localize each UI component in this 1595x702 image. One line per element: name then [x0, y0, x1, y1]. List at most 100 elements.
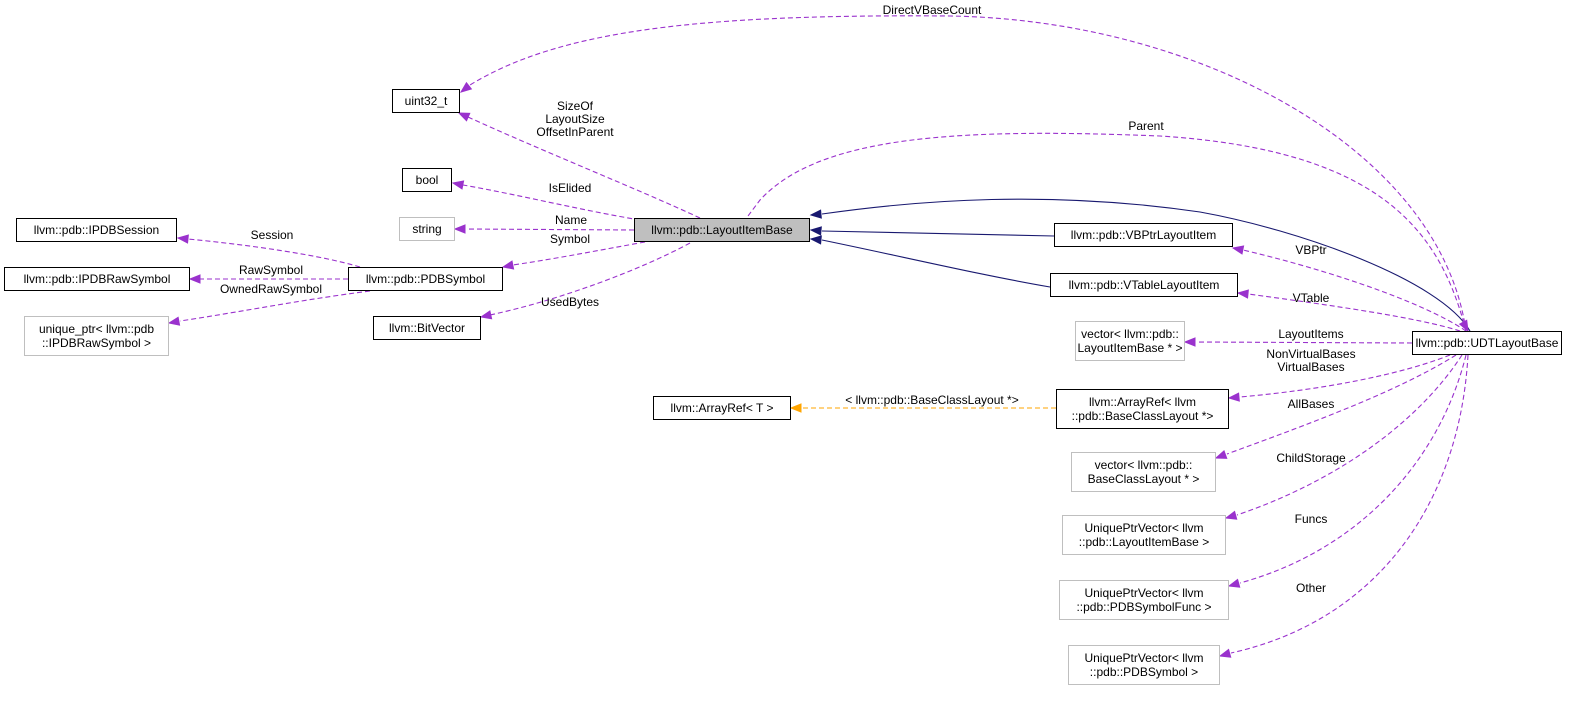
edge-arrowhead — [188, 274, 201, 284]
edge-usage-other — [1230, 354, 1469, 654]
node-string: string — [399, 217, 455, 241]
edge-label-line: ChildStorage — [1276, 451, 1346, 465]
node-label-line: ::pdb::PDBSymbolFunc > — [1076, 600, 1212, 614]
node-label-line: UniquePtrVector< llvm — [1084, 521, 1204, 535]
edge-arrowhead — [1183, 337, 1196, 347]
node-label-line: UniquePtrVector< llvm — [1084, 586, 1204, 600]
edge-label-parent: Parent — [1116, 120, 1176, 133]
edge-label-name: Name — [541, 214, 601, 227]
node-label-line: vector< llvm::pdb:: — [1081, 327, 1179, 341]
edge-arrowhead — [453, 224, 466, 234]
node-uniqueptrvector-layoutitembase: UniquePtrVector< llvm::pdb::LayoutItemBa… — [1062, 515, 1226, 555]
edge-usage-layoutitems — [1195, 341, 1413, 344]
edge-label-line: RawSymbol — [238, 263, 304, 277]
node-uint32-t[interactable]: uint32_t — [392, 89, 460, 113]
node-label-line: ::IPDBRawSymbol > — [41, 336, 152, 350]
edge-usage-vtable — [1247, 293, 1461, 332]
node-label-line: llvm::pdb::PDBSymbol — [365, 272, 486, 286]
node-bool[interactable]: bool — [402, 168, 452, 192]
edge-label-line: Funcs — [1294, 512, 1328, 526]
edge-arrowhead — [789, 403, 802, 413]
node-label-line: UniquePtrVector< llvm — [1084, 651, 1204, 665]
edge-arrowhead — [809, 209, 822, 219]
node-label-line: BaseClassLayout * > — [1087, 472, 1200, 486]
edge-usage-bases — [1239, 354, 1451, 398]
edge-label-line: Session — [250, 228, 294, 242]
node-vbptrlayoutitem[interactable]: llvm::pdb::VBPtrLayoutItem — [1054, 223, 1233, 247]
edge-usage-sizeof — [467, 116, 701, 219]
edge-usage-symbol — [512, 241, 646, 266]
node-arrayref-baseclasslayout[interactable]: llvm::ArrayRef< llvm::pdb::BaseClassLayo… — [1056, 389, 1229, 429]
node-label-line: llvm::pdb::VTableLayoutItem — [1068, 278, 1220, 292]
edge-arrowhead — [167, 316, 181, 326]
edge-label-line: Symbol — [549, 232, 590, 246]
edge-arrowhead — [1458, 319, 1469, 333]
edge-label-vbptr: VBPtr — [1286, 244, 1336, 257]
node-label-line: llvm::pdb::VBPtrLayoutItem — [1070, 228, 1217, 242]
edge-arrowhead — [1231, 245, 1245, 255]
edge-label-line: VBPtr — [1295, 243, 1327, 257]
edge-label-line: DirectVBaseCount — [882, 3, 982, 17]
edge-label-line: LayoutSize — [545, 112, 605, 126]
node-label-line: llvm::pdb::UDTLayoutBase — [1415, 336, 1559, 350]
edge-label-allbases: AllBases — [1276, 398, 1346, 411]
edge-arrowhead — [451, 180, 465, 190]
edge-arrowhead — [1227, 578, 1241, 588]
edge-usage-iselided — [462, 184, 641, 221]
edge-usage-name — [465, 228, 635, 231]
node-layoutitembase: llvm::pdb::LayoutItemBase — [634, 218, 810, 242]
edge-label-line: UsedBytes — [540, 295, 600, 309]
edge-label-layoutitems: LayoutItems — [1266, 328, 1356, 341]
edge-label-line: Parent — [1128, 119, 1164, 133]
edge-label-vtable: VTable — [1281, 292, 1341, 305]
node-label-line: llvm::ArrayRef< T > — [670, 401, 774, 415]
edge-label-session: Session — [237, 229, 307, 242]
edge-inheritance-vbptr — [821, 230, 1055, 237]
edge-label-line: LayoutItems — [1278, 327, 1344, 341]
edge-arrowhead — [479, 310, 493, 320]
edge-usage-funcs — [1239, 354, 1467, 584]
edge-usage-childstorage — [1236, 354, 1463, 516]
node-bitvector[interactable]: llvm::BitVector — [373, 316, 481, 340]
node-ipdbsession[interactable]: llvm::pdb::IPDBSession — [16, 218, 177, 242]
edge-arrowhead — [1214, 449, 1228, 459]
node-label-line: llvm::pdb::LayoutItemBase — [651, 223, 793, 237]
edge-usage-usedbytes — [489, 242, 691, 316]
edge-label-ownedrawsymbol: OwnedRawSymbol — [216, 283, 326, 296]
node-udtlayoutbase[interactable]: llvm::pdb::UDTLayoutBase — [1412, 331, 1562, 355]
edge-usage-ownedrawsymbol — [179, 290, 371, 322]
edge-arrowhead — [1224, 510, 1238, 520]
node-vector-layoutitembase: vector< llvm::pdb::LayoutItemBase * > — [1075, 321, 1185, 361]
edge-inheritance-udt — [821, 198, 1471, 332]
edge-label-line: VTable — [1292, 291, 1330, 305]
edge-arrowhead — [459, 81, 473, 93]
node-uniqueptrvector-pdbsymbol: UniquePtrVector< llvm::pdb::PDBSymbol > — [1068, 645, 1220, 685]
edge-label-line: Other — [1295, 581, 1326, 595]
edge-arrowhead — [176, 234, 189, 244]
edge-label-childstorage: ChildStorage — [1266, 452, 1356, 465]
edge-usage-vbptr — [1242, 249, 1467, 332]
edge-label-template-argument: < llvm::pdb::BaseClassLayout *> — [832, 394, 1032, 407]
node-label-line: ::pdb::LayoutItemBase > — [1078, 535, 1210, 549]
edge-label-usedbytes: UsedBytes — [530, 296, 610, 309]
node-vtablelayoutitem[interactable]: llvm::pdb::VTableLayoutItem — [1050, 273, 1238, 297]
edge-label-line: < llvm::pdb::BaseClassLayout *> — [845, 393, 1019, 407]
edge-label-funcs: Funcs — [1286, 513, 1336, 526]
edge-arrowhead — [1227, 392, 1240, 402]
edge-usage-directvbasecount — [469, 15, 1467, 332]
edge-usage-parent — [747, 132, 1467, 332]
edge-arrowhead — [457, 112, 471, 122]
edge-label-line: OffsetInParent — [536, 125, 614, 139]
edge-arrowhead — [1218, 648, 1232, 658]
node-ipdbrawsymbol[interactable]: llvm::pdb::IPDBRawSymbol — [4, 267, 190, 291]
edge-inheritance-vtable — [821, 239, 1051, 288]
node-arrayref-t[interactable]: llvm::ArrayRef< T > — [653, 396, 791, 420]
node-label-line: ::pdb::PDBSymbol > — [1089, 665, 1199, 679]
node-label-line: llvm::BitVector — [388, 321, 466, 335]
node-pdbsymbol[interactable]: llvm::pdb::PDBSymbol — [348, 267, 503, 291]
node-label-line: llvm::pdb::IPDBRawSymbol — [23, 272, 171, 286]
